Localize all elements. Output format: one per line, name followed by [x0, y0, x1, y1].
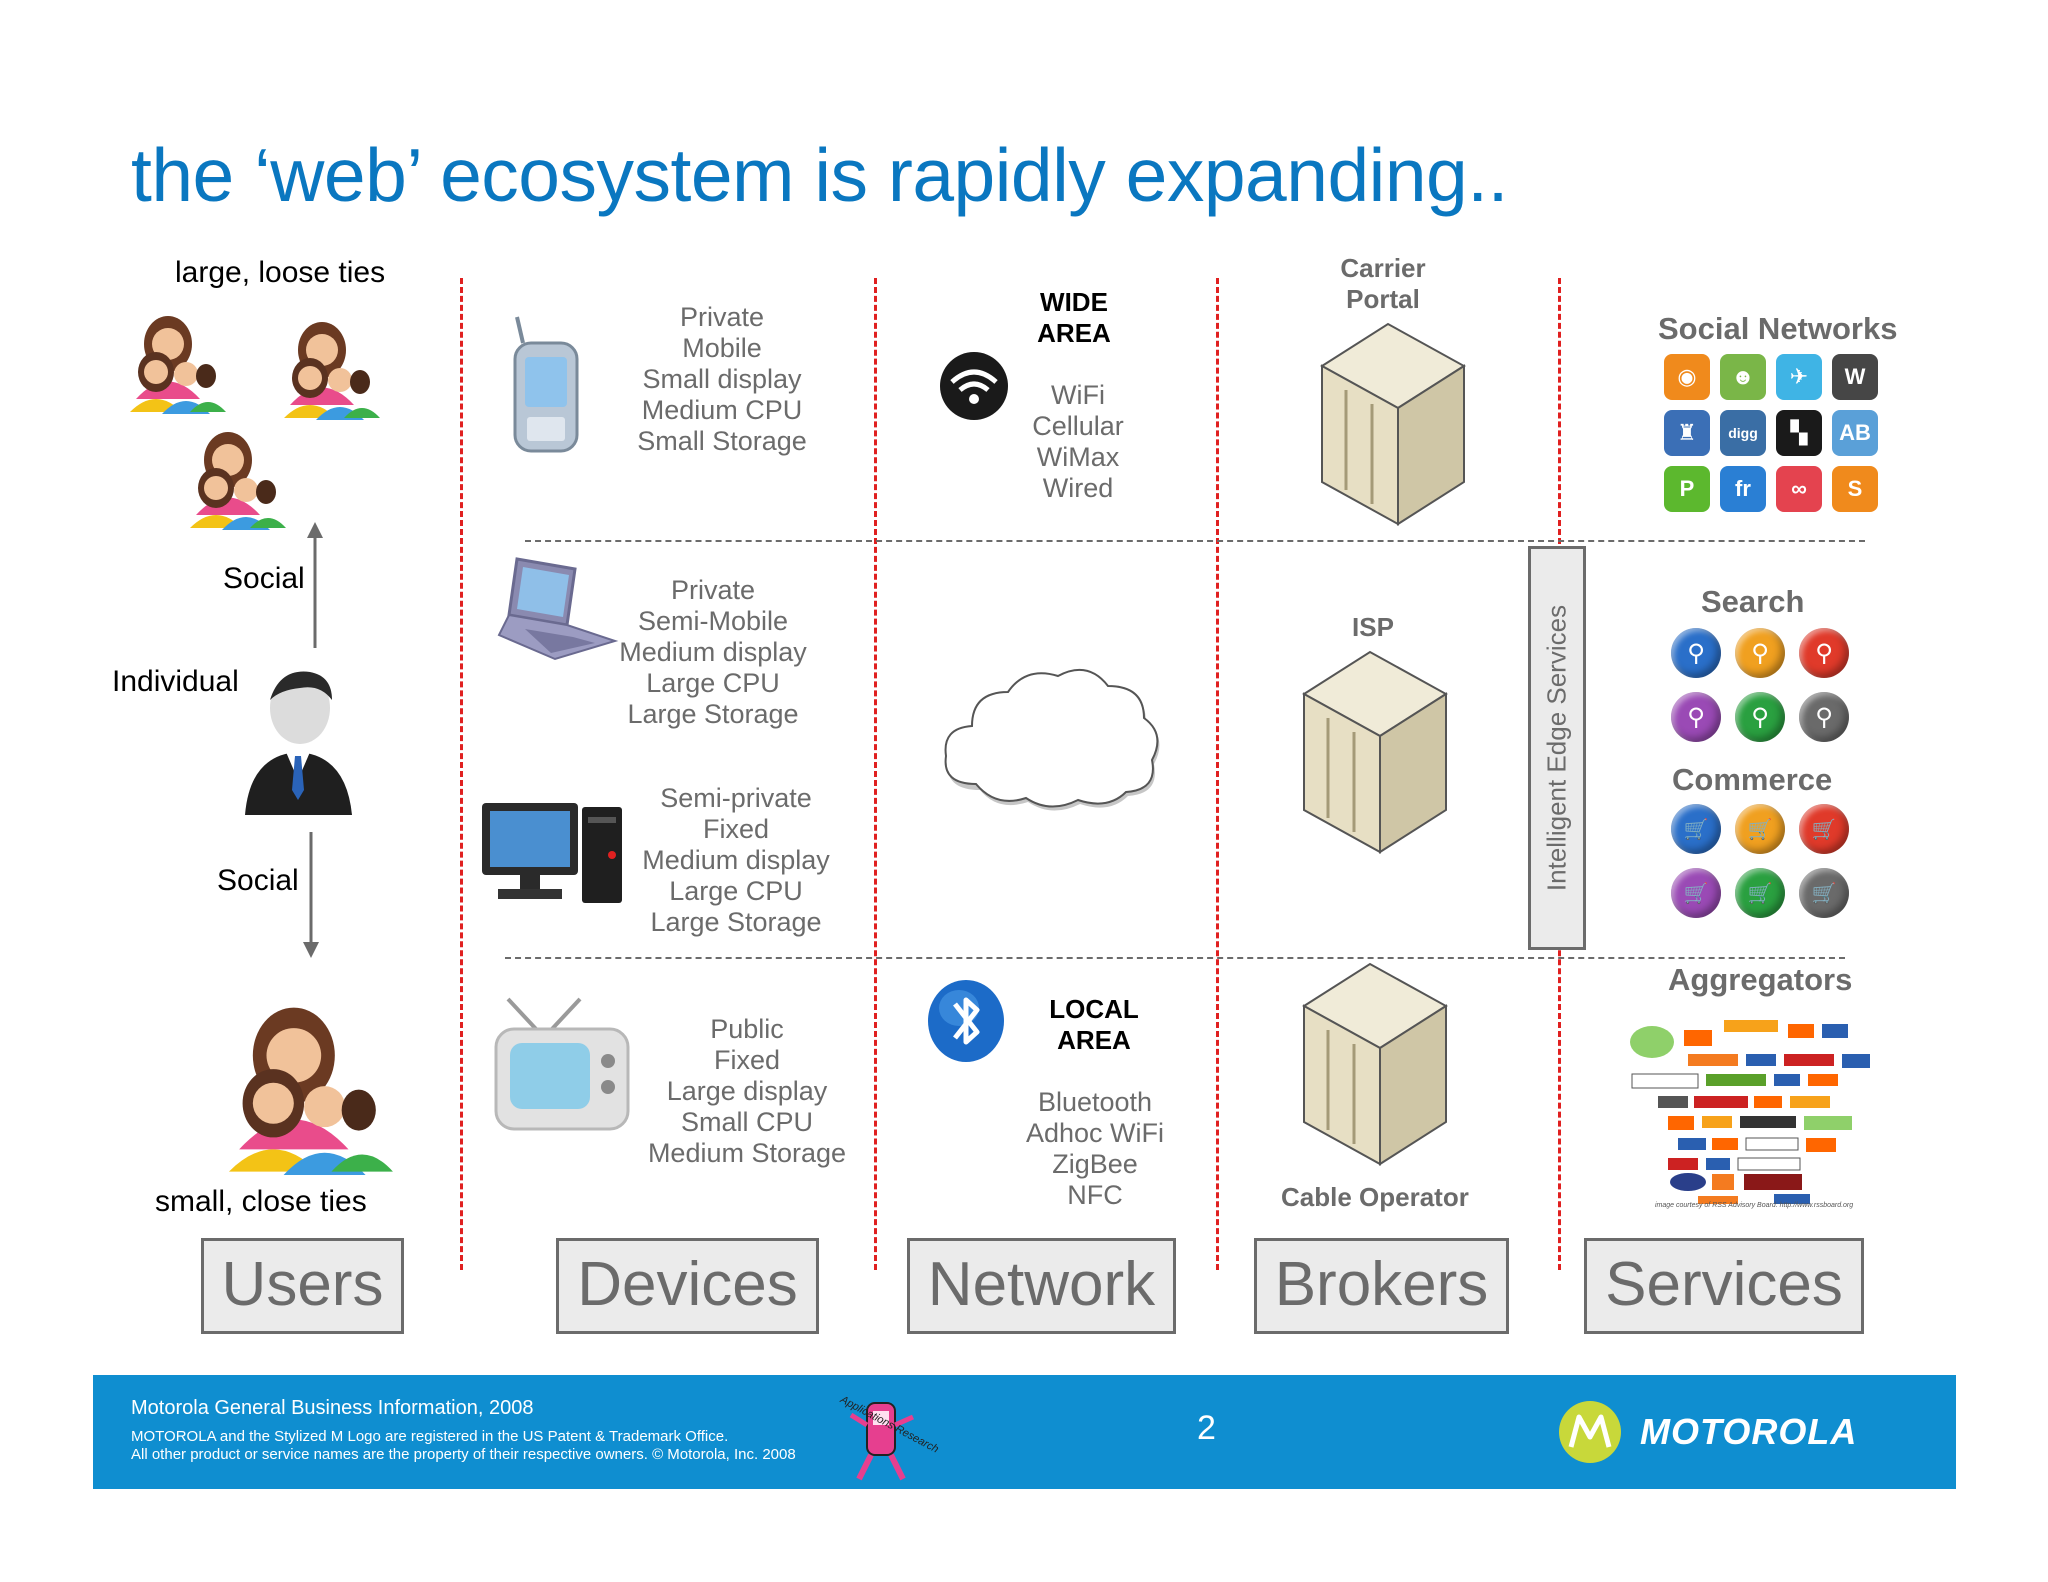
row-divider: [525, 540, 1865, 542]
television-icon: [494, 997, 630, 1131]
wide-area-title: WIDE AREA: [1037, 287, 1111, 348]
shopping-cart-icon: 🛒: [1799, 804, 1849, 854]
shopping-cart-icon: 🛒: [1671, 868, 1721, 918]
social-network-tile-icon: ♜: [1664, 410, 1710, 456]
social-networks-heading: Social Networks: [1658, 311, 1898, 346]
search-heading: Search: [1701, 584, 1805, 619]
businessman-icon: [245, 671, 352, 815]
local-area-list: Bluetooth Adhoc WiFi ZigBee NFC: [1025, 1087, 1165, 1210]
users-bottom-label: small, close ties: [155, 1185, 367, 1218]
aggregator-credit: image courtesy of RSS Advisory Board: ht…: [1655, 1202, 1854, 1209]
footer-rights: All other product or service names are t…: [131, 1446, 796, 1463]
column-divider: [1216, 278, 1219, 1270]
category-brokers: Brokers: [1254, 1238, 1509, 1334]
server-icon: [1320, 322, 1466, 526]
social-network-tile-icon: ☻: [1720, 354, 1766, 400]
row-divider: [505, 957, 1845, 959]
server-icon: [1302, 962, 1448, 1166]
carrier-portal-label: Carrier Portal: [1340, 253, 1426, 314]
arrow-up-icon: [307, 522, 323, 648]
tv-spec: Public Fixed Large display Small CPU Med…: [647, 1014, 847, 1168]
mobile-spec: Private Mobile Small display Medium CPU …: [637, 302, 807, 456]
brand-wordmark: MOTOROLA: [1640, 1411, 1858, 1452]
magnifier-icon: ⚲: [1671, 628, 1721, 678]
shopping-cart-icon: 🛒: [1671, 804, 1721, 854]
family-icon: [228, 1007, 393, 1175]
desktop-spec: Semi-private Fixed Medium display Large …: [642, 783, 830, 937]
social-network-tile-icon: AB: [1832, 410, 1878, 456]
page-title: the ‘web’ ecosystem is rapidly expanding…: [131, 133, 1508, 217]
individual-label: Individual: [112, 665, 239, 698]
shopping-cart-icon: 🛒: [1799, 868, 1849, 918]
server-icon: [1302, 650, 1448, 854]
footer-bar: Motorola General Business Information, 2…: [93, 1375, 1956, 1489]
category-services: Services: [1584, 1238, 1864, 1334]
arrow-down-icon: [303, 832, 319, 958]
footer-trademark: MOTOROLA and the Stylized M Logo are reg…: [131, 1428, 729, 1445]
magnifier-icon: ⚲: [1735, 692, 1785, 742]
commerce-icons: 🛒 🛒 🛒 🛒 🛒 🛒: [1671, 804, 1849, 918]
group-icon: [284, 322, 380, 420]
bluetooth-icon: [928, 980, 1004, 1062]
social-up-label: Social: [223, 562, 305, 595]
group-icon: [190, 432, 286, 530]
users-top-label: large, loose ties: [175, 256, 386, 289]
intelligent-edge-services-bar: Intelligent Edge Services: [1528, 546, 1586, 950]
social-network-tile-icon: ∞: [1776, 466, 1822, 512]
group-icon: [130, 316, 226, 414]
social-network-tile-icon: S: [1832, 466, 1878, 512]
social-network-tile-icon: digg: [1720, 410, 1766, 456]
laptop-icon: [497, 557, 619, 661]
shopping-cart-icon: 🛒: [1735, 868, 1785, 918]
magnifier-icon: ⚲: [1735, 628, 1785, 678]
local-area-title: LOCAL AREA: [1049, 994, 1139, 1055]
rss-collage-icon: [1630, 1020, 1870, 1204]
mobile-phone-icon: [513, 316, 579, 453]
commerce-heading: Commerce: [1672, 762, 1833, 797]
magnifier-icon: ⚲: [1671, 692, 1721, 742]
search-icons: ⚲ ⚲ ⚲ ⚲ ⚲ ⚲: [1671, 628, 1849, 742]
magnifier-icon: ⚲: [1799, 692, 1849, 742]
isp-label: ISP: [1352, 612, 1394, 642]
aggregators-heading: Aggregators: [1668, 962, 1853, 997]
intelligent-edge-services-label: Intelligent Edge Services: [1541, 604, 1572, 892]
desktop-computer-icon: [482, 803, 622, 903]
footer-info: Motorola General Business Information, 2…: [131, 1397, 534, 1419]
mascot-icon: [849, 1402, 915, 1481]
wifi-icon: [940, 352, 1008, 420]
social-network-tile-icon: P: [1664, 466, 1710, 512]
category-users: Users: [201, 1238, 404, 1334]
social-network-tile-icon: ◉: [1664, 354, 1710, 400]
laptop-spec: Private Semi-Mobile Medium display Large…: [619, 575, 807, 729]
social-network-tile-icon: W: [1832, 354, 1878, 400]
wide-area-list: WiFi Cellular WiMax Wired: [1032, 380, 1124, 503]
category-network: Network: [907, 1238, 1176, 1334]
page-number: 2: [1197, 1409, 1216, 1447]
social-down-label: Social: [217, 864, 299, 897]
social-network-tile-icon: ▚: [1776, 410, 1822, 456]
column-divider: [874, 278, 877, 1270]
column-divider: [460, 278, 463, 1270]
shopping-cart-icon: 🛒: [1735, 804, 1785, 854]
motorola-logo-icon: [1559, 1401, 1621, 1463]
social-network-tile-icon: ✈: [1776, 354, 1822, 400]
social-network-tile-icon: fr: [1720, 466, 1766, 512]
category-devices: Devices: [556, 1238, 819, 1334]
cable-operator-label: Cable Operator: [1281, 1182, 1469, 1212]
magnifier-icon: ⚲: [1799, 628, 1849, 678]
cloud-icon: [944, 668, 1160, 811]
